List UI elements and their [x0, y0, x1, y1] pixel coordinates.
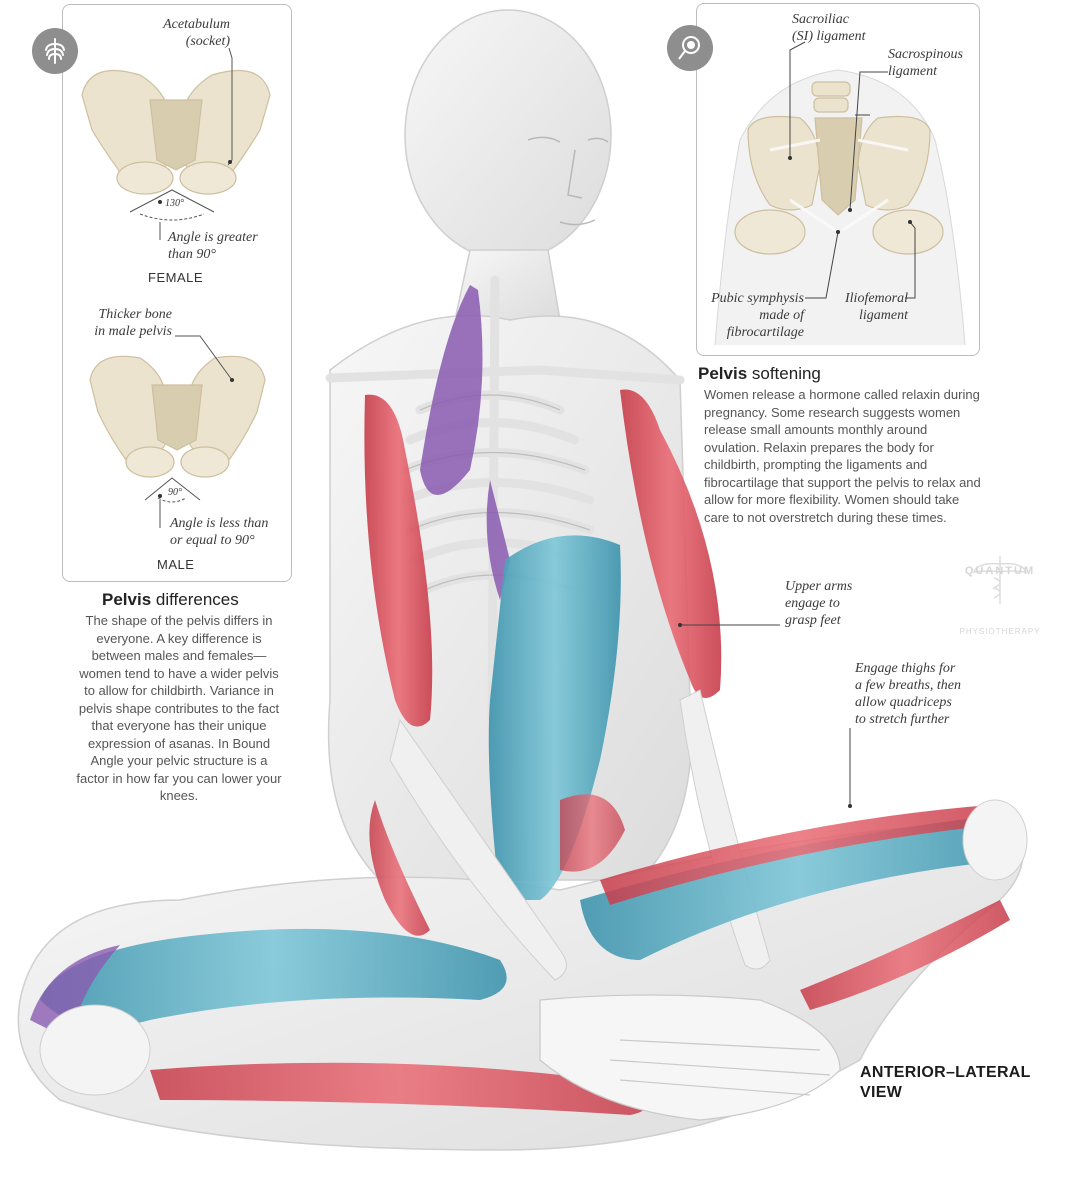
right-thigh-red [600, 805, 995, 905]
view-label: ANTERIOR–LATERAL VIEW [860, 1064, 1031, 1101]
pelvis-softening-heading: Pelvis softening [698, 364, 821, 384]
abdominal-muscle [488, 535, 621, 900]
face-features [527, 136, 609, 226]
heading-bold: Pelvis [102, 590, 152, 609]
feet-bones [539, 994, 841, 1121]
left-thigh-blue [40, 928, 507, 1027]
female-angle-value: 130° [165, 198, 184, 209]
joint-icon [667, 25, 713, 71]
female-label: FEMALE [148, 270, 204, 285]
caduceus-icon [972, 556, 1028, 604]
ribcage-icon [32, 28, 78, 74]
upper-arms-annotation: Upper arms engage to grasp feet [785, 579, 853, 628]
hip-red [560, 794, 625, 872]
thicker-bone-label: Thicker bone in male pelvis [94, 307, 172, 339]
right-calf-red [800, 900, 1010, 1010]
left-forearm [389, 718, 567, 981]
male-angle-note: Angle is less than or equal to 90° [170, 516, 269, 548]
pelvis-differences-heading: Pelvis differences [102, 590, 239, 610]
left-thigh-red [150, 1062, 648, 1115]
right-thigh-blue [580, 815, 1018, 960]
thighs-annotation: Engage thighs for a few breaths, then al… [855, 661, 962, 727]
si-ligament-label: Sacroiliac (SI) ligament [792, 12, 866, 44]
right-knee [962, 799, 1028, 881]
heading-rest: softening [747, 364, 821, 383]
purple-back-muscle [420, 285, 483, 495]
sacrospinous-label: Sacrospinous ligament [888, 47, 963, 79]
quantum-watermark: QUANTUM PHYSIOTHERAPY [950, 552, 1050, 636]
male-angle-value: 90° [168, 487, 182, 498]
heading-rest: differences [151, 590, 239, 609]
heading-bold: Pelvis [698, 364, 748, 383]
pubic-symphysis-label: Pubic symphysis made of fibrocartilage [711, 291, 804, 340]
female-angle-note: Angle is greater than 90° [168, 230, 258, 262]
acetabulum-label: Acetabulum (socket) [163, 17, 230, 49]
right-arm-muscle [620, 389, 722, 698]
left-knee [39, 1004, 151, 1096]
iliofemoral-label: Iliofemoral ligament [845, 291, 908, 323]
male-label: MALE [157, 557, 195, 572]
left-thigh-purple [30, 945, 120, 1040]
left-quad-red [369, 800, 430, 936]
watermark-sub: PHYSIOTHERAPY [959, 627, 1041, 636]
left-arm-muscle [364, 394, 433, 727]
pelvis-differences-text: The shape of the pelvis differs in every… [76, 613, 282, 803]
pelvis-softening-text: Women release a hormone called relaxin d… [704, 387, 981, 525]
watermark-brand: QUANTUM [964, 565, 1036, 577]
